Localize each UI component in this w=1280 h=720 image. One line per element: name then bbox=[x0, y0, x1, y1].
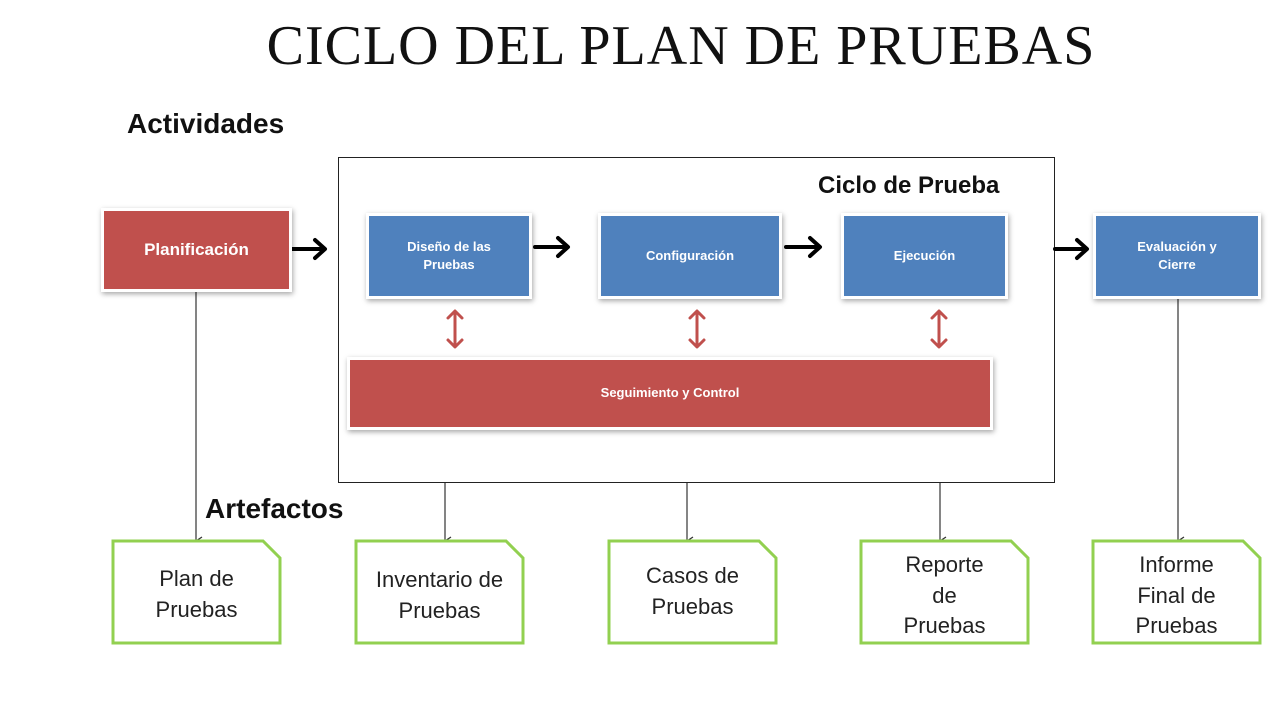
activity-monitoring-label: Seguimiento y Control bbox=[600, 385, 740, 401]
artifact-shape-test-inventory bbox=[354, 539, 525, 645]
activity-monitoring: Seguimiento y Control bbox=[347, 357, 993, 430]
activity-execution: Ejecución bbox=[841, 213, 1008, 299]
artifact-shape-test-report bbox=[859, 539, 1030, 645]
artifact-shape-test-plan bbox=[111, 539, 282, 645]
activities-label: Actividades bbox=[127, 108, 285, 139]
double-arrow-execution-monitoring bbox=[930, 309, 948, 349]
activity-configuration: Configuración bbox=[598, 213, 782, 299]
artifact-test-report: Reporte de Pruebas bbox=[861, 541, 1028, 643]
activity-evaluation: Evaluación y Cierre bbox=[1093, 213, 1261, 299]
activity-design: Diseño de las Pruebas bbox=[366, 213, 532, 299]
artifact-shape-final-report bbox=[1091, 539, 1262, 645]
artifact-shape-test-cases bbox=[607, 539, 778, 645]
test-cycle-title: Ciclo de Prueba bbox=[818, 172, 1000, 199]
artifact-test-report-label: Reporte de Pruebas bbox=[903, 551, 986, 639]
flow-arrow-planning-to-design bbox=[288, 238, 327, 260]
artifact-test-plan: Plan de Pruebas bbox=[113, 541, 280, 643]
double-arrow-design-monitoring bbox=[446, 309, 464, 349]
artifact-test-inventory-label: Inventario de Pruebas bbox=[375, 567, 504, 623]
activity-execution-label: Ejecución bbox=[893, 247, 956, 263]
flow-arrow-configuration-to-execution bbox=[784, 236, 822, 258]
artifacts-label: Artefactos bbox=[205, 493, 344, 524]
activity-design-label: Diseño de las Pruebas bbox=[407, 238, 491, 272]
artifact-final-report-label: Informe Final de Pruebas bbox=[1135, 551, 1218, 639]
double-arrow-configuration-monitoring bbox=[688, 309, 706, 349]
activity-evaluation-label: Evaluación y Cierre bbox=[1137, 238, 1217, 272]
activity-planning: Planificación bbox=[101, 208, 292, 292]
artifact-final-report: Informe Final de Pruebas bbox=[1093, 541, 1260, 643]
page-title: CICLO DEL PLAN DE PRUEBAS bbox=[266, 15, 1096, 77]
test-cycle-frame bbox=[338, 157, 1055, 483]
artifact-test-cases: Casos de Pruebas bbox=[609, 541, 776, 643]
artifact-test-plan-label: Plan de Pruebas bbox=[155, 566, 238, 622]
flow-arrow-design-to-configuration bbox=[533, 236, 570, 258]
artifact-test-inventory: Inventario de Pruebas bbox=[356, 541, 523, 643]
activity-configuration-label: Configuración bbox=[645, 247, 735, 263]
activity-planning-label: Planificación bbox=[144, 240, 249, 260]
artifact-test-cases-label: Casos de Pruebas bbox=[646, 563, 739, 619]
flow-arrow-execution-to-evaluation bbox=[1053, 238, 1089, 260]
